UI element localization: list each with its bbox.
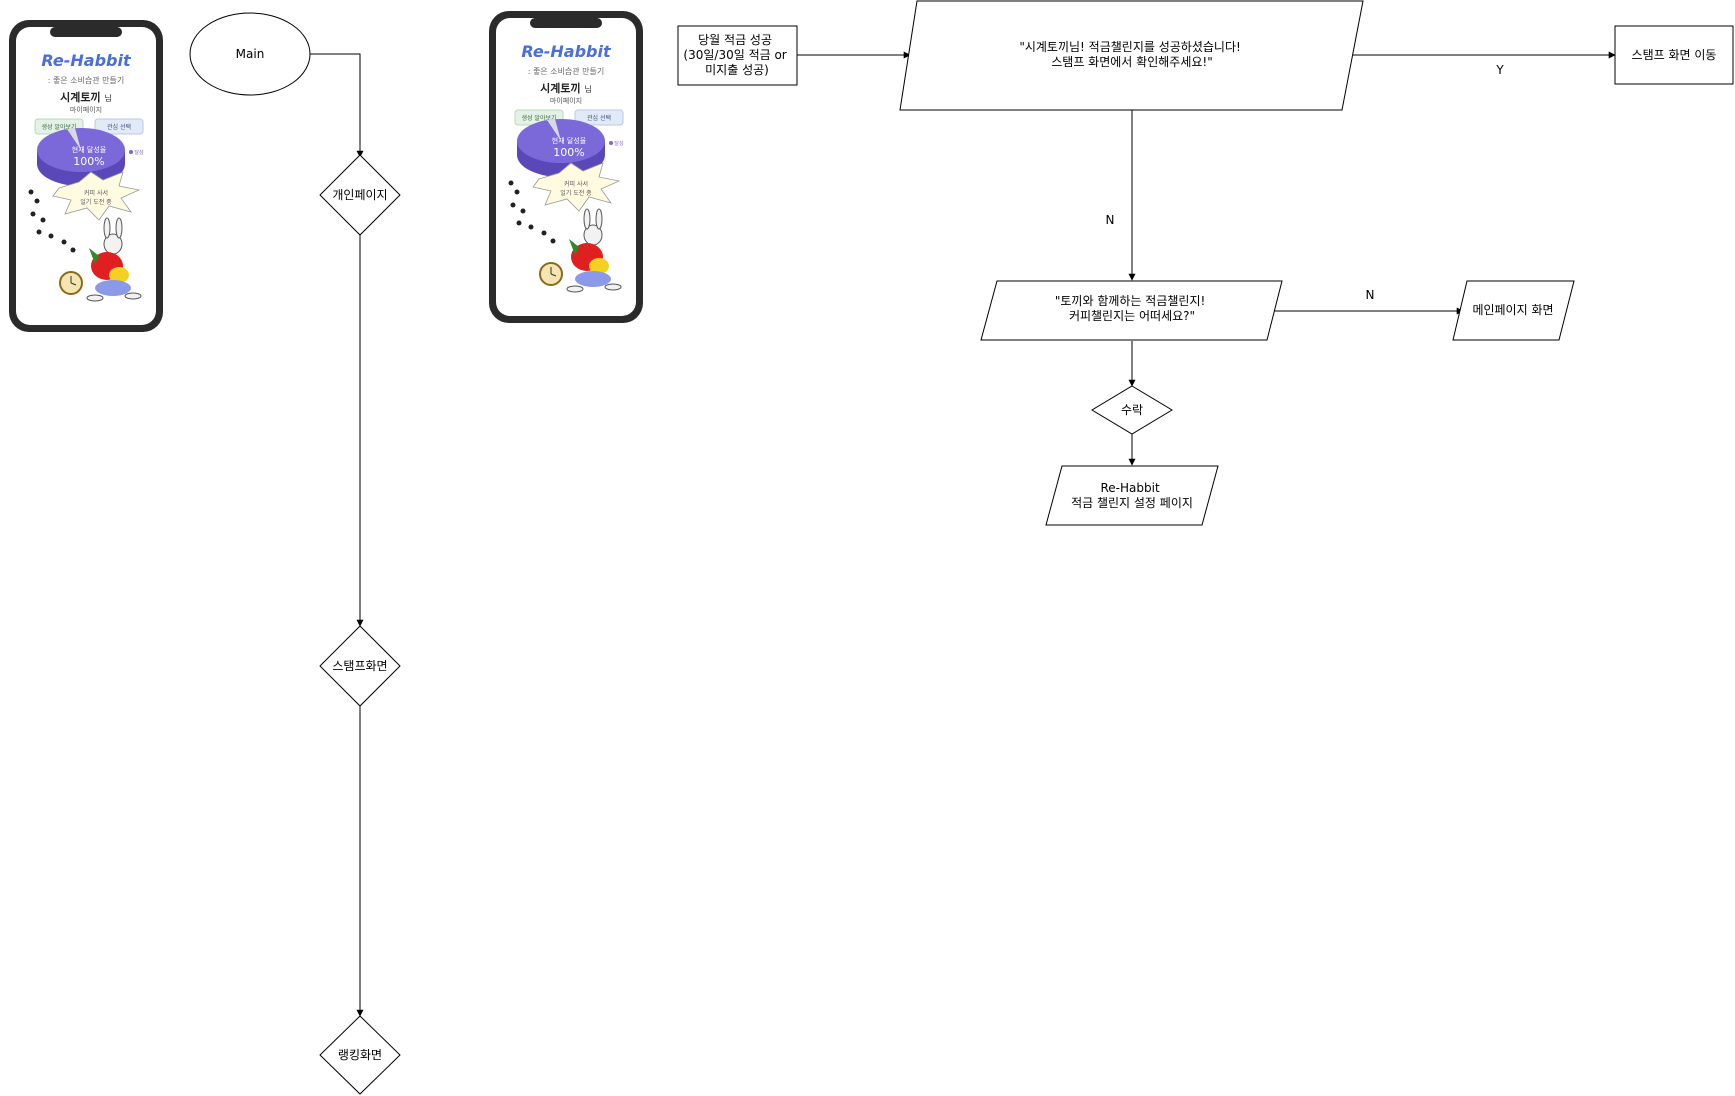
node-stamp-screen-label: 스탬프화면 — [332, 659, 387, 673]
node-setup-page-label: Re-Habbit 적금 챌린지 설정 페이지 — [1071, 481, 1193, 510]
app-tagline: : 좋은 소비습관 만들기 — [48, 75, 125, 85]
pie-percent: 100% — [553, 146, 584, 159]
page-label: 마이페이지 — [550, 96, 582, 105]
node-coffee-offer-label: "토끼와 함께하는 적금챌린지! 커피챌린지는 어떠세요?" — [1055, 294, 1209, 323]
phone-button-right-label: 관심 선택 — [107, 123, 131, 131]
node-daily-success-label: 당월 적금 성공 (30일/30일 적금 or 미지출 성공) — [683, 33, 790, 77]
node-stamp-screen[interactable] — [319, 625, 401, 707]
paw-prints — [508, 180, 556, 244]
bubble-line-2: 일기 도전 중 — [560, 189, 592, 197]
node-success-message-label: "시계토끼님! 적금챌린지를 성공하셨습니다! 스탬프 화면에서 확인해주세요!… — [1019, 40, 1244, 69]
user-name: 시계토끼 님 — [60, 90, 112, 104]
legend-dot — [129, 150, 133, 154]
node-personal-page-label: 개인페이지 — [332, 188, 387, 202]
rabbit-legs — [575, 271, 611, 287]
edge-label-no-down: N — [1106, 213, 1115, 227]
node-daily-success[interactable] — [677, 25, 798, 86]
node-main[interactable] — [189, 12, 311, 96]
pie-caption: 현재 달성율 — [72, 145, 107, 154]
node-coffee-offer[interactable] — [980, 280, 1283, 341]
edges-left-flow — [310, 53, 364, 1017]
node-main-page-label: 메인페이지 화면 — [1472, 303, 1553, 317]
node-success-message[interactable] — [899, 0, 1364, 111]
edges-right-flow — [797, 51, 1616, 466]
pie-chart-gap — [547, 119, 561, 141]
rabbit-legs — [95, 280, 131, 296]
edge-main-to-personal — [310, 53, 364, 158]
pie-percent: 100% — [73, 155, 104, 168]
app-tagline: : 좋은 소비습관 만들기 — [528, 66, 605, 76]
phone-button-left-label: 생성 알아보기 — [521, 114, 556, 122]
node-move-stamp-label: 스탬프 화면 이동 — [1632, 48, 1717, 62]
phone-notch — [50, 27, 122, 37]
node-personal-page[interactable] — [319, 154, 401, 236]
legend-dot — [609, 141, 613, 145]
node-accept[interactable] — [1091, 385, 1173, 435]
user-name: 시계토끼 님 — [540, 81, 592, 95]
node-accept-label: 수락 — [1121, 403, 1143, 417]
edge-label-no-right: N — [1366, 288, 1375, 302]
node-ranking-screen-label: 랭킹화면 — [338, 1048, 382, 1062]
bubble-line-1: 커피 사서 — [564, 180, 588, 188]
page-label: 마이페이지 — [70, 105, 102, 114]
pie-legend: 달성 — [134, 149, 143, 156]
bubble-line-2: 일기 도전 중 — [80, 198, 112, 206]
app-logo: Re-Habbit — [521, 42, 612, 61]
phone-button-right[interactable] — [574, 109, 624, 126]
node-main-label: Main — [236, 47, 265, 61]
phone-mockup-2: Re-Habbit : 좋은 소비습관 만들기 시계토끼 님 마이페이지 생성 … — [489, 11, 643, 323]
phone-button-right-label: 관심 선택 — [587, 114, 611, 122]
white-rabbit-illustration — [539, 208, 622, 293]
rabbit-vest — [589, 258, 609, 274]
speech-bubble — [532, 162, 621, 212]
edge-label-yes: Y — [1495, 63, 1504, 77]
pie-legend: 달성 — [614, 140, 623, 147]
node-ranking-screen[interactable] — [319, 1015, 401, 1095]
white-rabbit-illustration — [59, 217, 142, 302]
phone-button-left-label: 생성 알아보기 — [41, 123, 76, 131]
pie-caption: 현재 달성율 — [552, 136, 587, 145]
node-main-page[interactable] — [1452, 280, 1575, 341]
paw-prints — [28, 189, 76, 253]
node-move-stamp[interactable] — [1614, 25, 1734, 85]
phone-button-right[interactable] — [94, 118, 144, 135]
pie-chart-gap — [67, 128, 81, 150]
phone-mockup-1: Re-Habbit : 좋은 소비습관 만들기 시계토끼 님 마이페이지 생성 … — [9, 20, 163, 332]
bubble-line-1: 커피 사서 — [84, 189, 108, 197]
speech-bubble — [52, 171, 141, 221]
rabbit-vest — [109, 267, 129, 283]
node-setup-page[interactable] — [1045, 465, 1219, 526]
phone-notch — [530, 18, 602, 28]
app-logo: Re-Habbit — [41, 51, 132, 70]
